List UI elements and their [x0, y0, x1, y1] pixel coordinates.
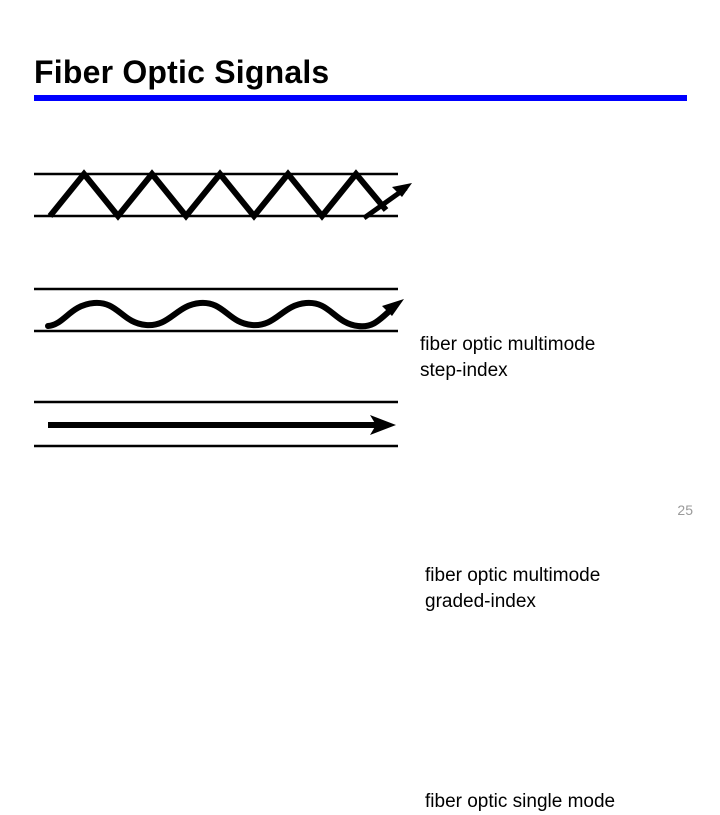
caption-graded-index: fiber optic multimode graded-index [425, 563, 600, 615]
caption-line-1: fiber optic multimode [425, 565, 601, 586]
title-underline-rule [34, 95, 687, 101]
zigzag-ray-icon [34, 169, 412, 221]
sine-wave-ray-icon [34, 287, 404, 333]
caption-single-mode: fiber optic single mode [425, 789, 615, 815]
caption-line-2: step-index [420, 360, 508, 381]
page-title: Fiber Optic Signals [34, 54, 330, 90]
slide-number: 25 [677, 502, 693, 518]
straight-arrow-ray-icon [34, 400, 398, 448]
diagram-row-single-mode: fiber optic single mode [0, 388, 720, 812]
diagram-row-graded-index: fiber optic multimode graded-index [0, 275, 720, 612]
slide-canvas: Fiber Optic Signals fiber optic multimod… [0, 54, 720, 812]
caption-line-2: graded-index [425, 591, 536, 612]
caption-step-index: fiber optic multimode step-index [420, 332, 595, 384]
diagram-row-step-index: fiber optic multimode step-index [0, 160, 720, 381]
caption-line-1: fiber optic single mode [425, 791, 616, 812]
caption-line-1: fiber optic multimode [420, 334, 596, 355]
